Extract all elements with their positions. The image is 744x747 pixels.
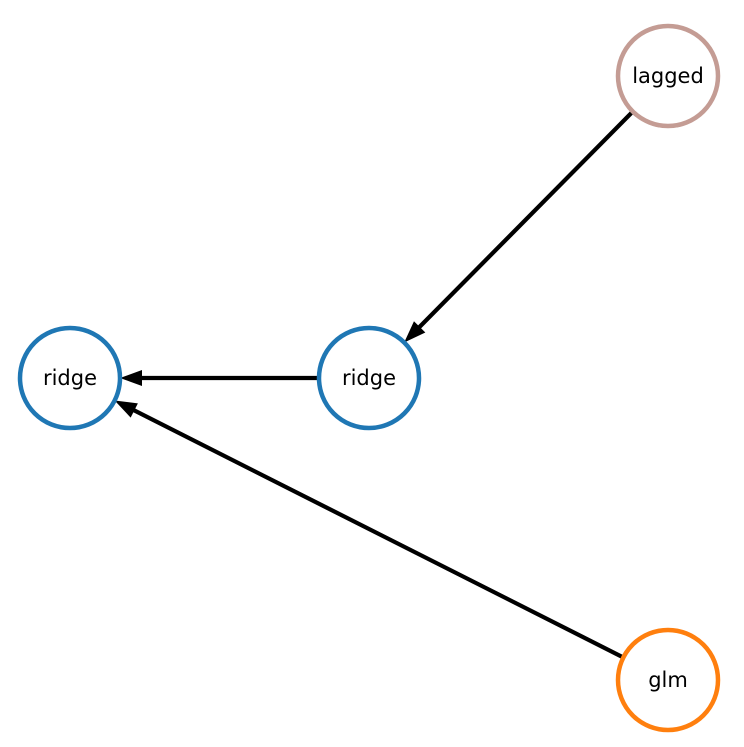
node-label: glm — [648, 668, 688, 692]
edge-glm-to-ridge-left — [114, 400, 625, 660]
edges-layer — [114, 110, 635, 660]
node-lagged: lagged — [615, 23, 721, 129]
node-label: ridge — [342, 366, 396, 390]
node-circle — [615, 23, 721, 129]
edge-arrowhead — [404, 321, 426, 343]
node-circle — [615, 627, 721, 733]
node-circle — [316, 325, 422, 431]
edge-ridge-mid-to-ridge-left — [120, 370, 319, 386]
node-ridge-left: ridge — [17, 325, 123, 431]
edge-line — [416, 110, 635, 330]
node-glm: glm — [615, 627, 721, 733]
edge-arrowhead — [120, 370, 142, 386]
nodes-layer: ridge ridge lagged glm — [17, 23, 721, 733]
edge-lagged-to-ridge-mid — [404, 110, 635, 343]
node-label: ridge — [43, 366, 97, 390]
node-circle — [17, 325, 123, 431]
node-label: lagged — [632, 64, 704, 88]
edge-line — [131, 407, 625, 660]
edge-arrowhead — [114, 400, 138, 418]
node-ridge-mid: ridge — [316, 325, 422, 431]
